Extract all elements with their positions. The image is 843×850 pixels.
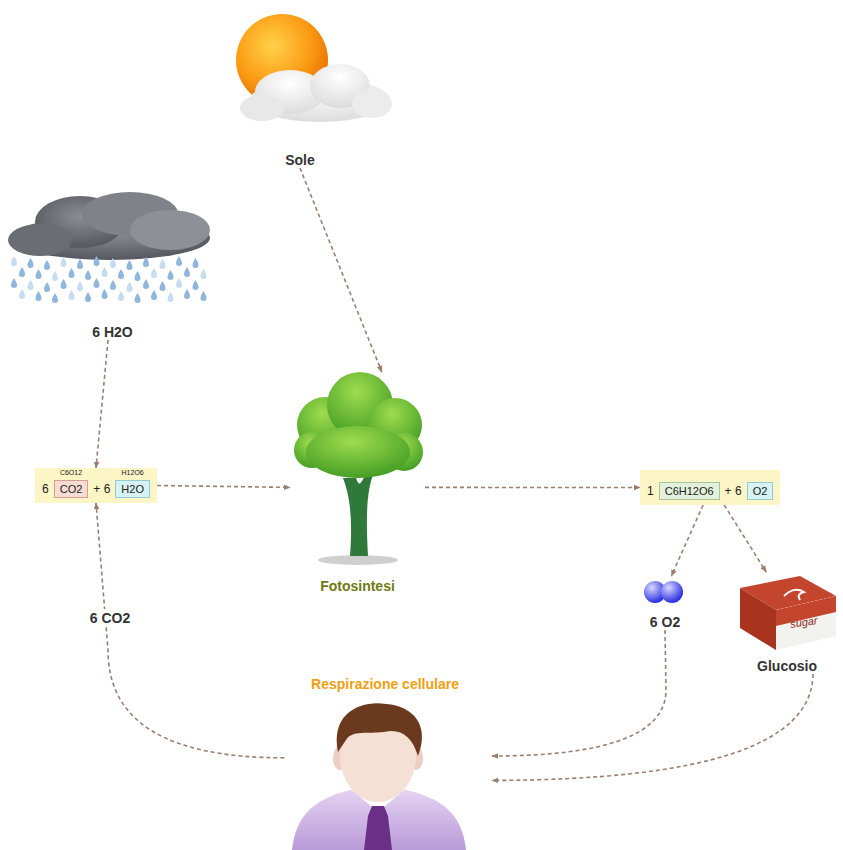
person-node: Respirazione cellulare xyxy=(278,676,492,850)
person-icon xyxy=(292,703,466,850)
flow-arrow xyxy=(157,486,290,488)
rain-drop xyxy=(168,292,174,302)
formula-note: C6O12 xyxy=(54,469,89,476)
rain-drop xyxy=(102,289,108,299)
icon-label: Glucosio xyxy=(735,658,839,674)
rain-drop xyxy=(94,256,100,266)
flow-arrow xyxy=(300,168,382,372)
coefficient: 6 xyxy=(42,482,49,496)
rain-drop xyxy=(69,290,75,300)
formula-box: O2 xyxy=(747,482,774,500)
reactants-box: 6C6O12CO2+ 6H12O6H2O xyxy=(35,468,157,503)
oxygen-node: 6 O2 xyxy=(633,576,697,630)
flow-arrow xyxy=(96,340,108,468)
tree-icon xyxy=(294,372,423,565)
rain-drop xyxy=(52,271,58,281)
flow-arrow xyxy=(425,487,640,489)
rain-drop xyxy=(44,282,50,292)
rain-drop xyxy=(61,279,67,289)
rain-drop xyxy=(168,270,174,280)
flow-arrow xyxy=(96,503,284,758)
rain-drop xyxy=(102,267,108,277)
formula-box: C6H12O6 xyxy=(659,482,720,500)
rain-drop xyxy=(193,258,199,268)
coefficient: + 6 xyxy=(93,482,110,496)
tree-node: Fotosintesi xyxy=(290,372,425,594)
rain-drop xyxy=(77,281,83,291)
rain-drop xyxy=(11,256,17,266)
products-box: 1 C6H12O6 + 6 O2 xyxy=(640,470,780,505)
formula-box: H2O xyxy=(115,480,150,498)
rain-drop xyxy=(61,257,67,267)
rain-drop xyxy=(118,269,124,279)
coefficient: + 6 xyxy=(725,484,742,498)
rain-drop xyxy=(85,292,91,302)
rain-drop xyxy=(28,280,34,290)
rain-drop xyxy=(110,258,116,268)
rain-drop xyxy=(19,289,25,299)
icon-label: 6 H2O xyxy=(5,324,220,340)
coefficient: 1 xyxy=(647,484,654,498)
rain-drop xyxy=(193,280,199,290)
rain-drop xyxy=(201,291,207,301)
rain-drop xyxy=(135,293,141,303)
formula-cell: O2 xyxy=(747,482,774,500)
rain-drop xyxy=(176,256,182,266)
rain-drop xyxy=(36,269,42,279)
rain-drop xyxy=(127,282,133,292)
rain-drop xyxy=(184,289,190,299)
formula-cell: C6H12O6 xyxy=(659,482,720,500)
rain-drop xyxy=(160,259,166,269)
rain-drop xyxy=(28,258,34,268)
rain-drop xyxy=(69,268,75,278)
formula-cell: C6O12CO2 xyxy=(54,480,89,498)
sugar-box-icon xyxy=(740,576,836,650)
flow-arrow xyxy=(671,505,703,576)
rain-drop xyxy=(151,268,157,278)
flow-arrow xyxy=(492,630,666,756)
flow-arrow xyxy=(492,674,813,780)
rain-drop xyxy=(52,293,58,303)
glucose-node: Glucosio xyxy=(735,572,839,674)
rain-drop xyxy=(151,290,157,300)
rain-drop xyxy=(118,291,124,301)
sun-node: Sole xyxy=(225,18,375,168)
edge-label: 6 CO2 xyxy=(87,609,133,627)
rain-drop xyxy=(135,271,141,281)
rain-drop xyxy=(44,260,50,270)
rain-node: 6 H2O xyxy=(5,195,220,340)
icon-label: Sole xyxy=(225,152,375,168)
rain-drop xyxy=(110,280,116,290)
rain-drop xyxy=(201,269,207,279)
icon-label: 6 O2 xyxy=(633,614,697,630)
icon-label: Respirazione cellulare xyxy=(278,676,492,692)
rain-drop xyxy=(36,291,42,301)
rain-drop xyxy=(160,281,166,291)
rain-drop xyxy=(176,278,182,288)
rain-drop xyxy=(143,257,149,267)
rain-drop xyxy=(127,260,133,270)
rain-drop xyxy=(11,278,17,288)
oxygen-molecule-icon xyxy=(644,581,683,603)
rain-drop xyxy=(143,279,149,289)
rain-drop xyxy=(19,267,25,277)
icon-label: Fotosintesi xyxy=(290,578,425,594)
formula-cell: H12O6H2O xyxy=(115,480,150,498)
rain-drop xyxy=(184,267,190,277)
formula-note: H12O6 xyxy=(115,469,150,476)
rain-drop xyxy=(77,259,83,269)
rain-cloud-icon xyxy=(8,192,210,303)
rain-drop xyxy=(94,278,100,288)
formula-box: CO2 xyxy=(54,480,89,498)
rain-drop xyxy=(85,270,91,280)
package-text: sugar xyxy=(789,614,818,630)
flow-arrow xyxy=(724,505,766,572)
sun-icon xyxy=(236,14,392,122)
